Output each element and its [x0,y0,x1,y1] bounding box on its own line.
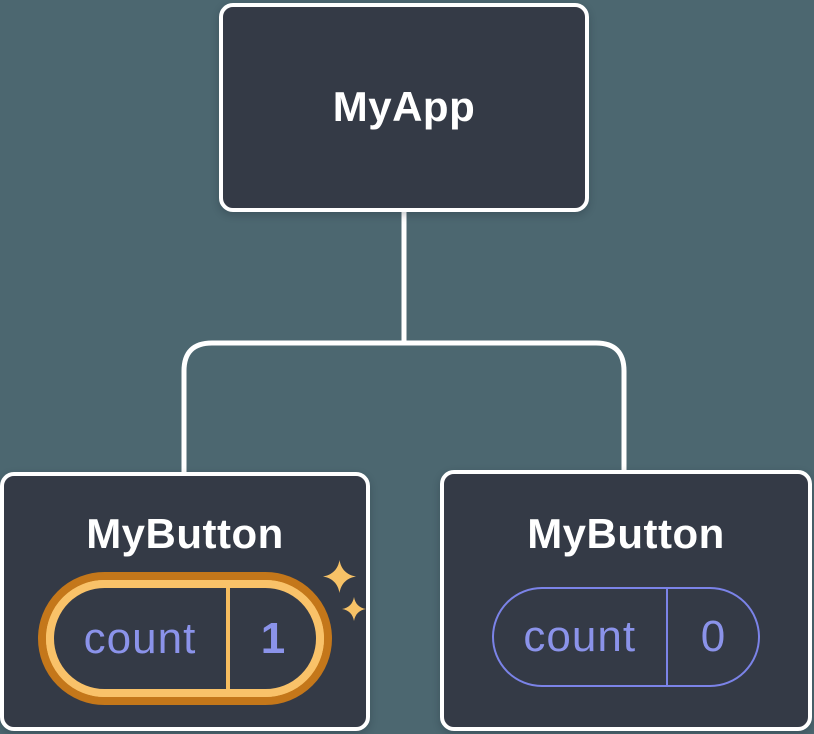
node-title: MyButton [86,510,284,557]
sparkle-icon [323,560,356,593]
sparkle-icon [342,597,366,621]
state-pill-highlighted: count 1 [38,572,332,706]
state-pill-divider [665,589,668,686]
state-name-label: count [523,612,637,662]
node-title: MyButton [527,510,725,557]
node-title: MyApp [332,83,476,131]
state-value: 1 [260,613,286,663]
state-pill-divider [226,588,230,690]
state-pill-core: count 1 [46,580,324,698]
connector-branch [181,340,627,474]
state-pill: count 0 [492,587,760,688]
node-mybutton-left: MyButton count 1 [0,472,370,731]
node-mybutton-right: MyButton count 0 [440,470,812,731]
state-value: 0 [700,612,726,662]
node-myapp: MyApp [219,3,589,212]
state-name-label: count [83,613,197,663]
